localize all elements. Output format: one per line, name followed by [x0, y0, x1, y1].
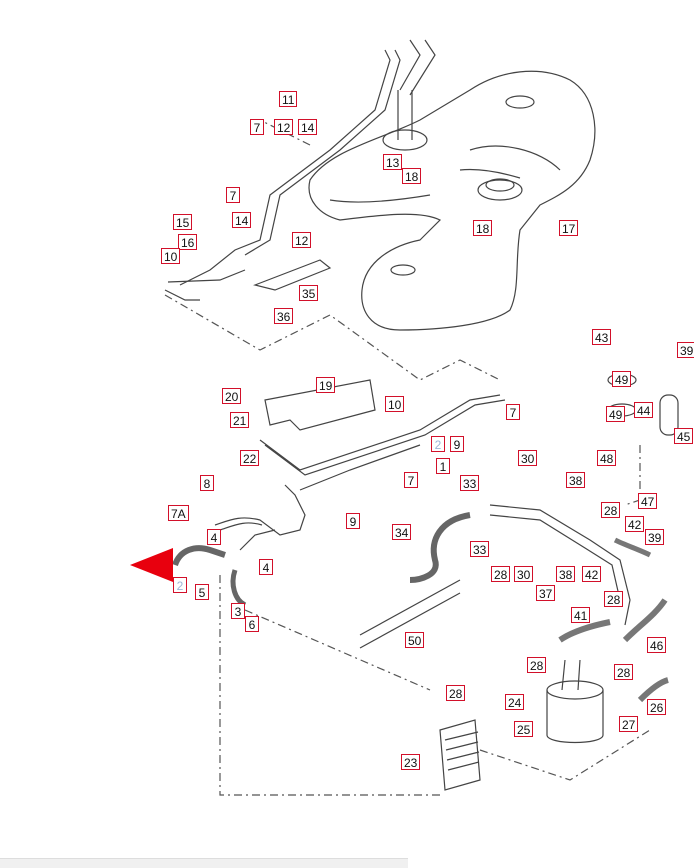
- bracket-19: [264, 379, 376, 431]
- damper-44: [659, 394, 679, 436]
- callout-2-highlighted[interactable]: 2: [173, 577, 187, 593]
- callout-4[interactable]: 4: [259, 559, 273, 575]
- callout-9[interactable]: 9: [450, 436, 464, 452]
- callout-47[interactable]: 47: [638, 493, 658, 509]
- callout-33[interactable]: 33: [470, 541, 490, 557]
- callout-15[interactable]: 15: [173, 214, 193, 230]
- callout-30[interactable]: 30: [514, 566, 534, 582]
- callout-28[interactable]: 28: [604, 591, 624, 607]
- callout-27[interactable]: 27: [619, 716, 639, 732]
- callout-17[interactable]: 17: [559, 220, 579, 236]
- callout-30[interactable]: 30: [518, 450, 538, 466]
- callout-22[interactable]: 22: [240, 450, 260, 466]
- callout-7A[interactable]: 7A: [168, 505, 189, 521]
- callout-10[interactable]: 10: [385, 396, 405, 412]
- callout-26[interactable]: 26: [647, 699, 667, 715]
- callout-6[interactable]: 6: [245, 616, 259, 632]
- callout-7[interactable]: 7: [250, 119, 264, 135]
- callout-42[interactable]: 42: [582, 566, 602, 582]
- callout-19[interactable]: 19: [316, 377, 336, 393]
- callout-28[interactable]: 28: [527, 657, 547, 673]
- callout-33[interactable]: 33: [460, 475, 480, 491]
- callout-5[interactable]: 5: [195, 584, 209, 600]
- callout-28[interactable]: 28: [446, 685, 466, 701]
- hose-26: [637, 677, 669, 703]
- callout-7[interactable]: 7: [506, 404, 520, 420]
- callout-41[interactable]: 41: [571, 607, 591, 623]
- callout-25[interactable]: 25: [514, 721, 534, 737]
- callout-14[interactable]: 14: [232, 212, 252, 228]
- callout-23[interactable]: 23: [401, 754, 421, 770]
- callout-18[interactable]: 18: [402, 168, 422, 184]
- callout-12[interactable]: 12: [292, 232, 312, 248]
- callout-28[interactable]: 28: [491, 566, 511, 582]
- callout-38[interactable]: 38: [556, 566, 576, 582]
- callout-39[interactable]: 39: [645, 529, 665, 545]
- callout-24[interactable]: 24: [505, 694, 525, 710]
- fuel-filter-25: [546, 659, 604, 744]
- hose-39: [613, 537, 652, 558]
- callout-18[interactable]: 18: [473, 220, 493, 236]
- callout-28[interactable]: 28: [614, 664, 634, 680]
- supply-lines: [214, 394, 506, 551]
- fuel-sender-unit: [382, 90, 428, 151]
- callout-45[interactable]: 45: [674, 428, 694, 444]
- callout-50[interactable]: 50: [405, 632, 425, 648]
- callout-42[interactable]: 42: [625, 516, 645, 532]
- callout-7[interactable]: 7: [404, 472, 418, 488]
- callout-38[interactable]: 38: [566, 472, 586, 488]
- callout-4[interactable]: 4: [207, 529, 221, 545]
- callout-37[interactable]: 37: [536, 585, 556, 601]
- callout-21[interactable]: 21: [230, 412, 250, 428]
- callout-10[interactable]: 10: [161, 248, 181, 264]
- callout-7[interactable]: 7: [226, 187, 240, 203]
- fuel-lines: [164, 39, 436, 301]
- callout-49[interactable]: 49: [612, 371, 632, 387]
- callout-9[interactable]: 9: [346, 513, 360, 529]
- fuel-cooler-23: [439, 719, 481, 791]
- hose-46: [622, 598, 668, 643]
- callout-36[interactable]: 36: [274, 308, 294, 324]
- callout-1[interactable]: 1: [436, 458, 450, 474]
- callout-14[interactable]: 14: [298, 119, 318, 135]
- callout-28[interactable]: 28: [601, 502, 621, 518]
- callout-16[interactable]: 16: [178, 234, 198, 250]
- callout-48[interactable]: 48: [597, 450, 617, 466]
- callout-3[interactable]: 3: [231, 603, 245, 619]
- callout-43[interactable]: 43: [592, 329, 612, 345]
- selection-arrow-icon: [130, 548, 173, 582]
- callout-35[interactable]: 35: [299, 285, 319, 301]
- callout-20[interactable]: 20: [222, 388, 242, 404]
- bracket-35: [253, 259, 332, 291]
- callout-44[interactable]: 44: [634, 402, 654, 418]
- callout-8[interactable]: 8: [200, 475, 214, 491]
- callout-11[interactable]: 11: [279, 91, 298, 107]
- callout-39[interactable]: 39: [677, 342, 694, 358]
- return-lines-right: [409, 504, 631, 626]
- callout-13[interactable]: 13: [383, 154, 403, 170]
- callout-2-highlighted[interactable]: 2: [431, 436, 445, 452]
- callout-49[interactable]: 49: [606, 406, 626, 422]
- cable-ties-50: [359, 579, 461, 649]
- footer-scrollbar[interactable]: [0, 858, 408, 868]
- hose-2: [172, 545, 226, 567]
- fuel-tank: [308, 70, 596, 331]
- hose-41: [558, 619, 611, 643]
- callout-46[interactable]: 46: [647, 637, 667, 653]
- hose-3: [230, 569, 247, 608]
- callout-12[interactable]: 12: [274, 119, 294, 135]
- callout-34[interactable]: 34: [392, 524, 412, 540]
